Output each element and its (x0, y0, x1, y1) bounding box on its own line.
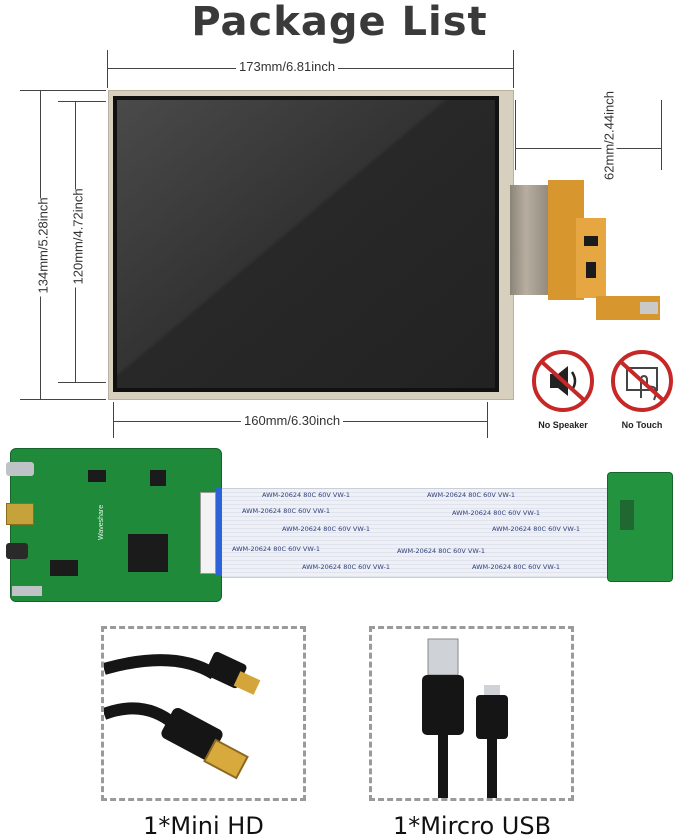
page-title: Package List (191, 0, 488, 45)
height-inner-label: 120mm/4.72inch (70, 188, 86, 288)
ribbon-print: AWM-20624 80C 60V VW-1 (242, 507, 330, 515)
dimension-tick (58, 382, 106, 383)
ribbon-print: AWM-20624 80C 60V VW-1 (492, 525, 580, 533)
ribbon-print: AWM-20624 80C 60V VW-1 (472, 563, 560, 571)
audio-jack (6, 543, 28, 559)
dimension-tick (661, 100, 662, 170)
height-right-label: 62mm/2.44inch (601, 86, 617, 185)
usb-cable-box (369, 626, 574, 801)
height-outer-label: 134mm/5.28inch (35, 197, 51, 297)
hdmi-cable-icon (101, 651, 261, 780)
main-chip (128, 534, 168, 572)
ribbon-print: AWM-20624 80C 60V VW-1 (262, 491, 350, 499)
fpc-contacts (640, 302, 658, 314)
width-bottom-label: 160mm/6.30inch (241, 413, 344, 428)
ribbon-print: AWM-20624 80C 60V VW-1 (232, 545, 320, 553)
ic-chip (150, 470, 166, 486)
hdmi-caption: 1*Mini HD (143, 812, 264, 840)
dimension-tick (20, 399, 106, 400)
ribbon-print: AWM-20624 80C 60V VW-1 (302, 563, 390, 571)
dimension-tick (487, 402, 488, 438)
lcd-screen (113, 96, 499, 392)
ic-chip (88, 470, 106, 482)
no-speaker-label: No Speaker (538, 420, 588, 430)
width-top-label: 173mm/6.81inch (236, 59, 339, 74)
ic-chip (50, 560, 78, 576)
ribbon-print: AWM-20624 80C 60V VW-1 (397, 547, 485, 555)
no-speaker-icon (532, 350, 594, 412)
no-touch-label: No Touch (621, 420, 663, 430)
fpc-chip (586, 262, 596, 278)
ribbon-print: AWM-20624 80C 60V VW-1 (282, 525, 370, 533)
ribbon-print: AWM-20624 80C 60V VW-1 (452, 509, 540, 517)
usb-caption: 1*Mircro USB (392, 812, 552, 840)
adapter-board (607, 472, 673, 582)
panel-bond-strip (510, 185, 550, 295)
micro-usb-port (12, 586, 42, 596)
dimension-tick (513, 50, 514, 88)
adapter-traces (620, 500, 634, 530)
board-brand: Waveshare (98, 504, 105, 540)
dimension-tick (113, 402, 114, 438)
dimension-tick (58, 101, 106, 102)
mini-hdmi-port (6, 503, 34, 525)
driver-board (10, 448, 222, 602)
usb-cable-icon (422, 638, 508, 798)
dimension-line (516, 148, 661, 149)
dimension-tick (20, 90, 106, 91)
fpc-board (576, 218, 606, 298)
fpc-connector (200, 492, 216, 574)
dimension-tick (515, 100, 516, 170)
no-touch-icon (611, 350, 673, 412)
dimension-tick (107, 50, 108, 88)
hdmi-cable-box (101, 626, 306, 801)
ribbon-cable: AWM-20624 80C 60V VW-1 AWM-20624 80C 60V… (222, 488, 614, 578)
usb-c-port (6, 462, 34, 476)
ribbon-print: AWM-20624 80C 60V VW-1 (427, 491, 515, 499)
fpc-chip (584, 236, 598, 246)
